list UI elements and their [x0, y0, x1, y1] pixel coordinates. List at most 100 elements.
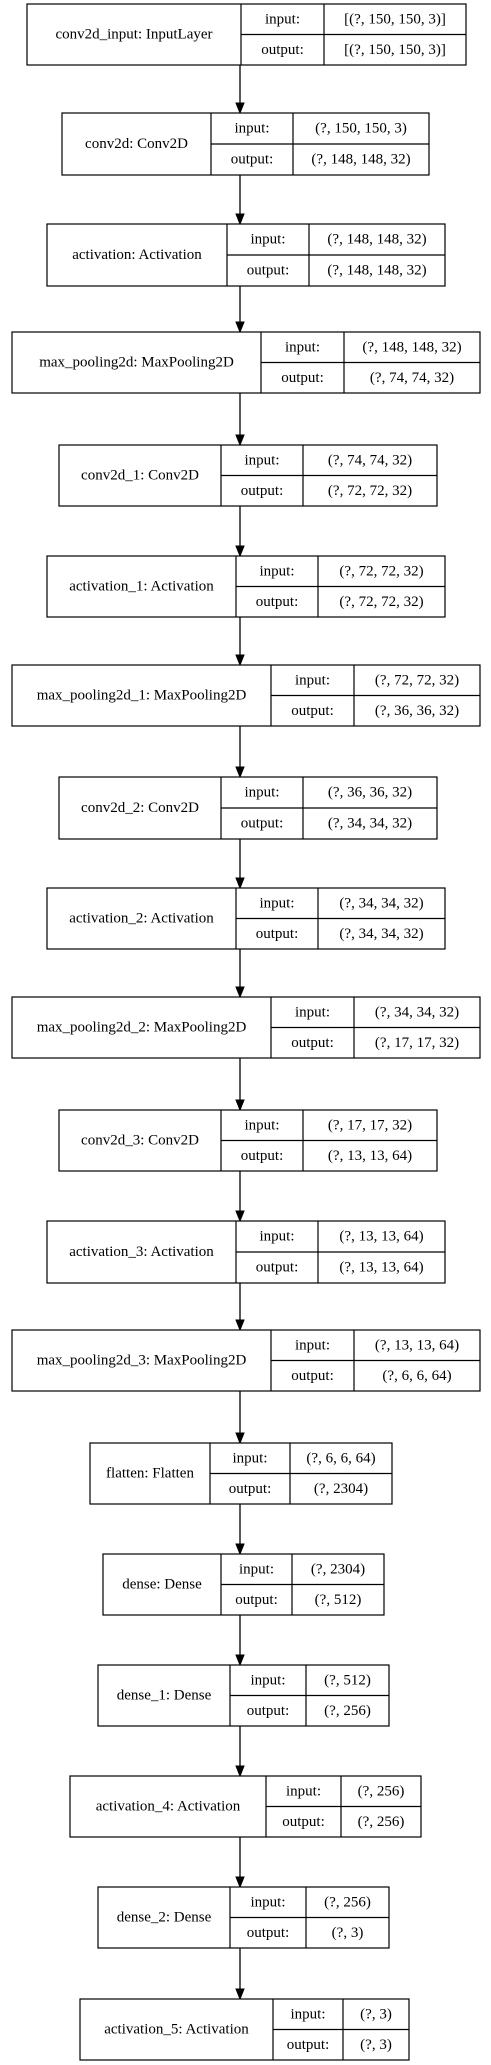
- input-label: input:: [286, 1783, 321, 1799]
- output-label: output:: [256, 594, 299, 610]
- layer-name: dense_1: Dense: [117, 1688, 212, 1704]
- output-label: output:: [287, 2037, 330, 2053]
- edge-arrow: [235, 617, 245, 667]
- output-label: output:: [256, 1260, 299, 1276]
- input-label: input:: [244, 1117, 279, 1133]
- output-shape: (?, 13, 13, 64): [339, 1260, 423, 1276]
- layer-name: max_pooling2d_1: MaxPooling2D: [37, 688, 247, 704]
- layer-name: activation_2: Activation: [69, 911, 214, 927]
- layer-name: max_pooling2d: MaxPooling2D: [39, 355, 234, 371]
- edge-arrow: [235, 1283, 245, 1332]
- arrowhead: [235, 434, 245, 447]
- input-shape: (?, 13, 13, 64): [375, 1337, 459, 1353]
- output-label: output:: [281, 370, 324, 386]
- input-shape: (?, 74, 74, 32): [328, 452, 412, 468]
- layer-node-activation-2: activation_2: Activationinput:output:(?,…: [46, 887, 446, 950]
- output-shape: (?, 17, 17, 32): [375, 1035, 459, 1051]
- input-label: input:: [232, 1450, 267, 1466]
- input-label: input:: [250, 1894, 285, 1910]
- input-label: input:: [250, 232, 285, 248]
- input-shape: (?, 2304): [311, 1561, 365, 1577]
- layer-name: dense: Dense: [122, 1577, 202, 1593]
- output-shape: (?, 3): [332, 1925, 364, 1941]
- edge-arrow: [235, 1615, 245, 1667]
- edge-arrow: [235, 65, 245, 115]
- input-label: input:: [239, 1561, 274, 1577]
- input-shape: (?, 3): [360, 2006, 392, 2022]
- input-shape: (?, 256): [324, 1894, 371, 1910]
- arrowhead: [235, 766, 245, 779]
- layer-node-max-pooling2d-3: max_pooling2d_3: MaxPooling2Dinput:outpu…: [11, 1329, 481, 1392]
- layer-node-activation-5: activation_5: Activationinput:output:(?,…: [79, 1998, 410, 2061]
- arrowhead: [235, 877, 245, 890]
- input-label: input:: [295, 1004, 330, 1020]
- layer-node-activation: activation: Activation input: output: (?, 1…: [46, 223, 446, 287]
- input-shape: [(?, 150, 150, 3)]: [344, 11, 446, 27]
- input-shape: (?, 72, 72, 32): [375, 672, 459, 688]
- input-shape: (?, 13, 13, 64): [339, 1229, 423, 1245]
- layer-node-conv2d-input: conv2d_input: InputLayerinput:output:[(?…: [26, 3, 467, 66]
- output-shape: (?, 34, 34, 32): [339, 926, 423, 942]
- arrowhead: [235, 1099, 245, 1112]
- layer-name: max_pooling2d_2: MaxPooling2D: [37, 1020, 247, 1036]
- edge-arrow: [235, 1058, 245, 1112]
- input-shape: (?, 148, 148, 32): [327, 232, 426, 248]
- layer-name: dense_2: Dense: [117, 1910, 212, 1926]
- input-shape: (?, 17, 17, 32): [328, 1117, 412, 1133]
- layer-node-flatten: flatten: Flatten input: output: (?, 6, 6, 6…: [89, 1442, 393, 1505]
- input-shape: (?, 34, 34, 32): [339, 895, 423, 911]
- layer-name: conv2d_2: Conv2D: [81, 800, 199, 816]
- input-shape: (?, 6, 6, 64): [306, 1450, 375, 1466]
- input-label: input:: [250, 1672, 285, 1688]
- input-shape: (?, 256): [358, 1783, 405, 1799]
- output-shape: (?, 2304): [314, 1481, 368, 1497]
- layer-name: activation_3: Activation: [69, 1244, 214, 1260]
- output-label: output:: [235, 1592, 278, 1608]
- arrowhead: [235, 321, 245, 334]
- input-label: input:: [290, 2006, 325, 2022]
- layer-name: activation_1: Activation: [69, 579, 214, 595]
- output-label: output:: [241, 816, 284, 832]
- edge-arrow: [235, 726, 245, 779]
- layer-name: max_pooling2d_3: MaxPooling2D: [37, 1353, 247, 1369]
- output-label: output:: [247, 1925, 290, 1941]
- layer-node-max-pooling2d: max_pooling2d: MaxPooling2Dinput:output:…: [11, 331, 481, 394]
- edge-arrow: [235, 393, 245, 447]
- output-label: output:: [229, 1481, 272, 1497]
- arrowhead: [235, 1654, 245, 1667]
- input-shape: (?, 36, 36, 32): [328, 785, 412, 801]
- input-shape: (?, 148, 148, 32): [362, 339, 461, 355]
- input-label: input:: [259, 563, 294, 579]
- arrowhead: [235, 1765, 245, 1778]
- layer-name: flatten: Flatten: [106, 1466, 194, 1482]
- arrowhead: [235, 213, 245, 226]
- output-shape: [(?, 150, 150, 3)]: [344, 42, 446, 58]
- output-label: output:: [291, 703, 334, 719]
- input-shape: (?, 512): [324, 1672, 371, 1688]
- output-shape: (?, 74, 74, 32): [370, 370, 454, 386]
- output-label: output:: [291, 1368, 334, 1384]
- edge-arrow: [235, 1837, 245, 1889]
- arrowhead: [235, 654, 245, 667]
- edge-arrow: [235, 1948, 245, 2001]
- output-label: output:: [247, 263, 290, 279]
- layer-node-dense-2: dense_2: Dense input: output: (?, 256) (?, 3…: [97, 1886, 390, 1949]
- output-shape: (?, 6, 6, 64): [382, 1368, 451, 1384]
- output-shape: (?, 13, 13, 64): [328, 1148, 412, 1164]
- output-label: output:: [291, 1035, 334, 1051]
- arrowhead: [235, 986, 245, 999]
- layer-node-activation-4: activation_4: Activationinput:output:(?,…: [69, 1775, 422, 1838]
- output-shape: (?, 36, 36, 32): [375, 703, 459, 719]
- layer-name: activation: Activation: [72, 247, 202, 263]
- arrowhead: [235, 1988, 245, 2001]
- output-label: output:: [261, 42, 304, 58]
- output-shape: (?, 72, 72, 32): [339, 594, 423, 610]
- edge-arrow: [235, 1391, 245, 1445]
- output-shape: (?, 34, 34, 32): [328, 816, 412, 832]
- layer-name: conv2d: Conv2D: [85, 136, 188, 152]
